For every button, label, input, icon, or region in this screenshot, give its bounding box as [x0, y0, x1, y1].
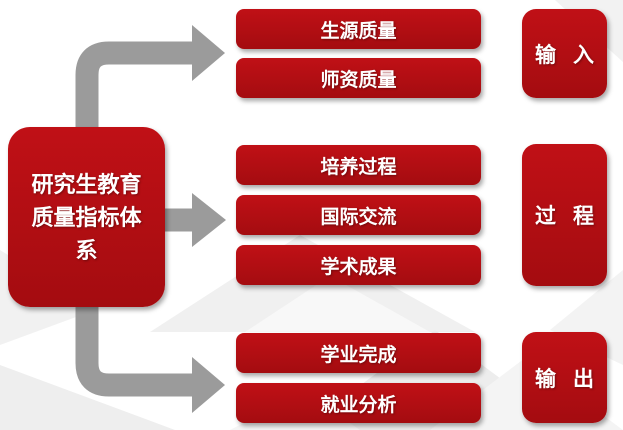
root-node-label: 研究生教育质量指标体系	[31, 171, 142, 263]
arrow-to-output-head	[192, 357, 225, 413]
item-label: 国际交流	[320, 206, 397, 228]
stage-label: 输	[535, 43, 556, 67]
item-label: 培养过程	[320, 156, 397, 178]
item-label: 学业完成	[320, 344, 397, 366]
background-shape	[245, 276, 430, 332]
stage-label: 程	[573, 205, 594, 228]
item-study-completion: 学业完成	[236, 333, 481, 373]
item-label: 师资质量	[320, 69, 397, 91]
stage-label: 出	[573, 367, 594, 391]
arrow-to-process-head	[192, 193, 226, 247]
item-training-process: 培养过程	[236, 145, 481, 185]
stage-label: 入	[573, 43, 594, 67]
item-label: 学术成果	[320, 256, 397, 278]
arrow-to-input-shaft	[75, 41, 192, 140]
item-label: 就业分析	[320, 394, 397, 416]
stage-label: 输	[535, 367, 556, 391]
item-student-source-quality: 生源质量	[236, 9, 481, 49]
arrow-to-input-head	[192, 25, 225, 81]
stage-output: 输 出	[522, 332, 607, 423]
arrow-to-output-shaft	[75, 295, 192, 397]
item-faculty-quality: 师资质量	[236, 58, 481, 98]
item-employment-analysis: 就业分析	[236, 383, 481, 423]
item-international-exchange: 国际交流	[236, 195, 481, 235]
root-node: 研究生教育质量指标体系	[8, 127, 165, 307]
arrow-to-output	[75, 295, 225, 413]
item-academic-achievements: 学术成果	[236, 245, 481, 285]
item-label: 生源质量	[320, 20, 397, 42]
background-shape	[0, 365, 175, 430]
stage-input: 输 入	[522, 9, 607, 98]
stage-label: 过	[535, 205, 556, 228]
arrow-to-input	[75, 25, 225, 140]
stage-process: 过 程	[522, 144, 607, 286]
